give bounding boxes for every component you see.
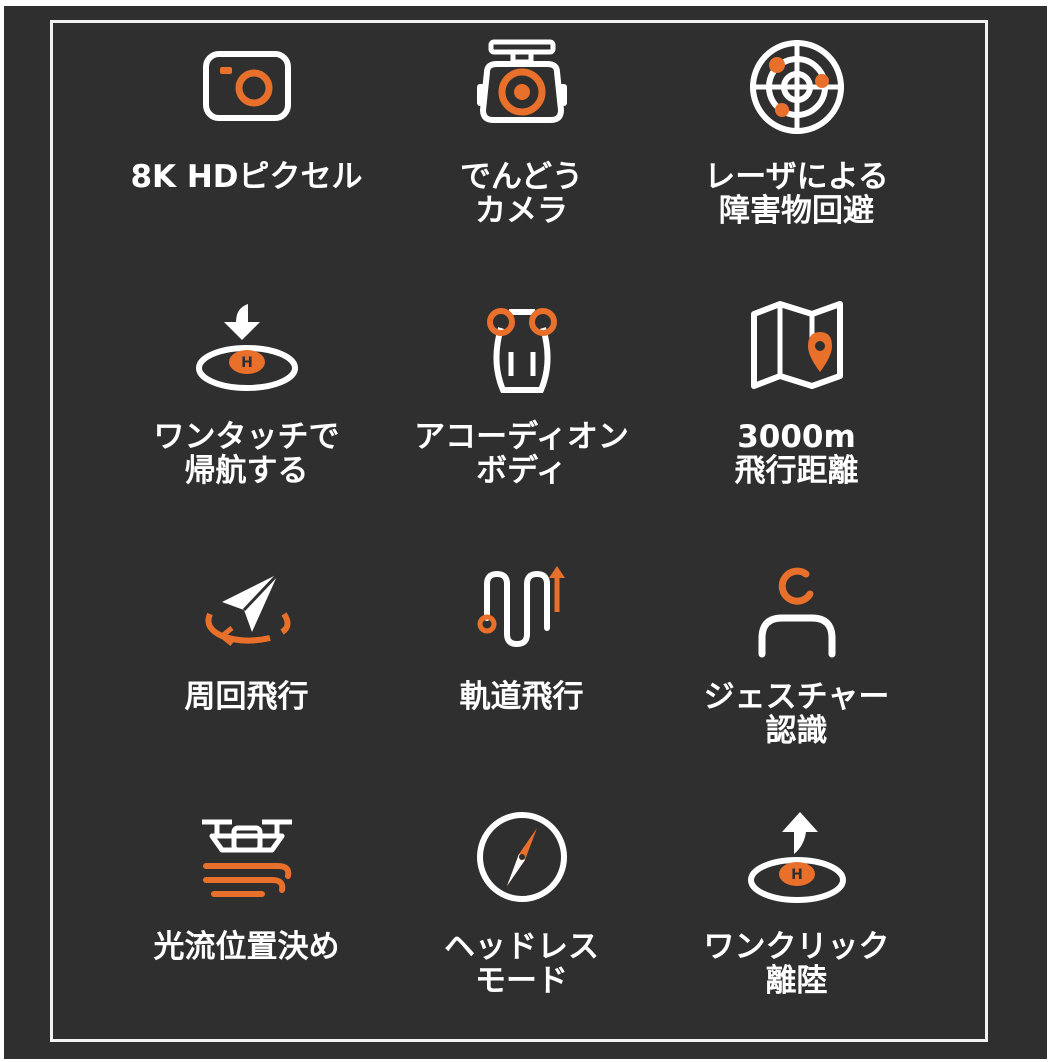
feature-label: アコーディオンボディ (414, 419, 629, 489)
trajectory-icon (467, 552, 577, 662)
takeoff-icon: H (742, 802, 852, 912)
feature-item-gesture-recognition: ジェスチャー認識 (659, 548, 934, 798)
feature-grid: 8K HDピクセル でんどうカメラ (109, 28, 934, 1038)
feature-label: 周回飛行 (184, 679, 309, 715)
map-pin-icon (742, 292, 852, 402)
svg-text:H: H (241, 355, 253, 371)
feature-label: ヘッドレスモード (444, 929, 599, 999)
feature-label: 8K HDピクセル (130, 159, 363, 195)
feature-card (4, 6, 1047, 1059)
feature-label: ジェスチャー認識 (703, 679, 890, 749)
return-home-icon: H (192, 292, 302, 402)
feature-label: レーザによる障害物回避 (704, 159, 889, 229)
gesture-user-icon (742, 552, 852, 662)
compass-icon (467, 802, 577, 912)
foldable-body-icon (467, 292, 577, 402)
feature-item-orbit-flight: 周回飛行 (109, 548, 384, 798)
feature-label: でんどうカメラ (459, 159, 584, 229)
feature-item-accordion-body: アコーディオンボディ (384, 288, 659, 548)
feature-item-one-click-takeoff: H ワンクリック離陸 (659, 798, 934, 1038)
feature-label: ワンクリック離陸 (703, 929, 890, 999)
svg-text:H: H (791, 867, 803, 883)
feature-item-obstacle-avoidance: レーザによる障害物回避 (659, 28, 934, 288)
card-frame (50, 20, 988, 1042)
feature-label: 軌道飛行 (459, 679, 584, 715)
feature-item-trajectory-flight: 軌道飛行 (384, 548, 659, 798)
feature-item-gimbal-camera: でんどうカメラ (384, 28, 659, 288)
orbit-flight-icon (192, 552, 302, 662)
feature-item-8k-hd: 8K HDピクセル (109, 28, 384, 288)
radar-icon (742, 32, 852, 142)
feature-label: 光流位置決め (153, 929, 340, 965)
feature-label: ワンタッチで帰航する (153, 419, 340, 489)
gimbal-camera-icon (467, 32, 577, 142)
feature-item-optical-flow: 光流位置決め (109, 798, 384, 1038)
optical-flow-drone-icon (192, 802, 302, 912)
feature-item-headless-mode: ヘッドレスモード (384, 798, 659, 1038)
camera-icon (192, 32, 302, 142)
feature-item-one-touch-return: H ワンタッチで帰航する (109, 288, 384, 548)
